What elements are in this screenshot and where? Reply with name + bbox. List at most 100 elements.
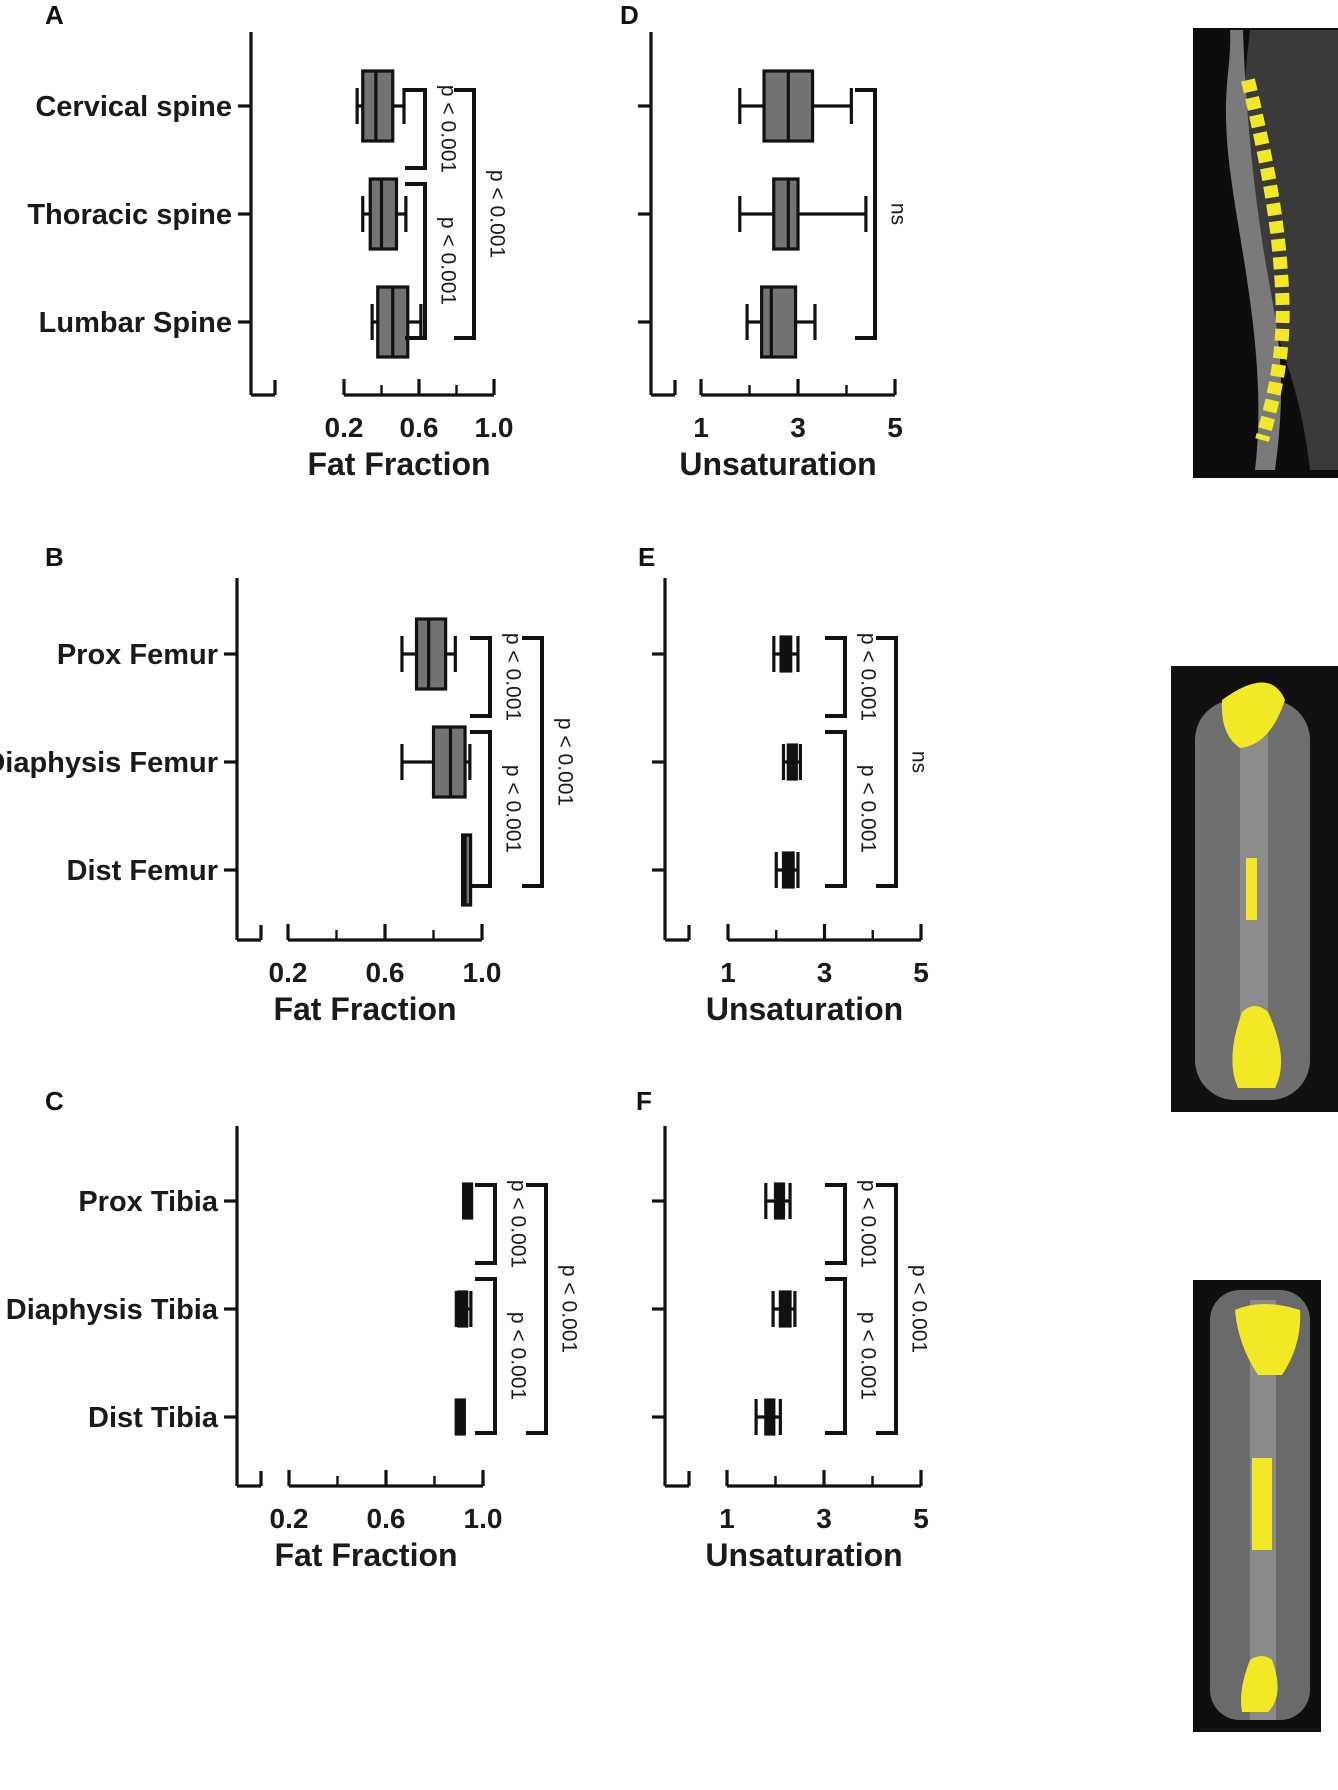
prox-tibia-highlight [1235,1304,1301,1375]
bracket-line [405,88,427,170]
significance-label: p < 0.001 [856,633,879,721]
x-axis-title: Fat Fraction [274,1537,457,1573]
significance-bracket-1: p < 0.001 [470,633,524,721]
category-label: Prox Tibia [78,1186,219,1218]
x-tick-label-1: 1 [720,957,736,988]
panel-letter-B: B [45,542,64,572]
bracket-line [855,88,877,340]
dist-femur-highlight [1232,1006,1282,1088]
box-iqr [779,635,793,673]
significance-bracket-2: p < 0.001 [475,1277,529,1435]
significance-bracket-3: p < 0.001 [526,1183,580,1435]
category-label: Diaphysis Femur [0,747,218,779]
box-iqr [781,851,795,889]
bracket-line [522,636,544,888]
significance-bracket-1: ns [855,88,909,340]
box-iqr [462,1182,474,1220]
box-iqr [361,69,395,143]
significance-label: ns [886,203,909,225]
significance-label: p < 0.001 [557,1265,580,1353]
category-label: Thoracic spine [27,199,232,231]
box-plot-3 [774,851,800,889]
significance-label: ns [907,751,930,773]
x-tick-label-3: 3 [790,412,806,443]
bracket-line [475,1183,497,1265]
panel-letter-D: D [620,0,639,30]
box-plot-1 [462,1182,474,1220]
x-tick-label-0.6: 0.6 [400,412,439,443]
box-iqr [773,1182,786,1220]
box-plot-2 [400,725,472,799]
significance-bracket-1: p < 0.001 [475,1180,529,1268]
box-plot-1 [400,617,457,691]
category-label: Dist Tibia [88,1402,219,1434]
category-label: Dist Femur [67,855,218,887]
box-iqr [457,1290,469,1328]
box-plot-3 [461,833,473,907]
x-tick-label-1.0: 1.0 [464,1503,503,1534]
bracket-line [876,636,898,888]
prox-femur-highlight [1221,682,1285,748]
x-axis-title: Unsaturation [679,446,876,482]
significance-label: p < 0.001 [856,1312,879,1400]
significance-bracket-1: p < 0.001 [405,85,459,173]
panel-letter-A: A [45,0,64,30]
x-tick-label-0.2: 0.2 [269,957,308,988]
significance-label: p < 0.001 [856,1180,879,1268]
bracket-line [470,730,492,888]
diaphysis-highlight [1246,858,1257,920]
spine-mri-image [1193,28,1338,478]
significance-label: p < 0.001 [436,85,459,173]
box-iqr [772,177,800,251]
panel-letter-E: E [638,542,655,572]
x-axis-title: Fat Fraction [273,991,456,1027]
box-plot-3 [454,1398,466,1436]
bracket-line [405,182,427,340]
significance-label: p < 0.001 [501,633,524,721]
category-label: Cervical spine [35,91,232,123]
category-label: Lumbar Spine [39,307,232,339]
significance-bracket-3: p < 0.001 [454,88,508,340]
bracket-line [475,1277,497,1435]
significance-label: p < 0.001 [907,1265,930,1353]
bracket-line [825,636,847,718]
box-plot-2 [361,177,408,251]
significance-label: p < 0.001 [856,765,879,853]
x-tick-label-5: 5 [913,957,929,988]
box-iqr [368,177,399,251]
bracket-line [825,1183,847,1265]
box-plot-1 [738,69,853,143]
significance-bracket-3: p < 0.001 [876,1183,930,1435]
significance-label: p < 0.001 [553,718,576,806]
significance-bracket-2: p < 0.001 [470,730,524,888]
box-plot-2 [738,177,868,251]
box-iqr [760,285,798,359]
bracket-line [526,1183,548,1435]
tibia-mri-image [1193,1280,1321,1732]
x-axis-title: Unsaturation [706,991,903,1027]
x-tick-label-5: 5 [887,412,903,443]
x-tick-label-1.0: 1.0 [463,957,502,988]
box-plot-1 [772,635,800,673]
significance-bracket-1: p < 0.001 [825,1180,879,1268]
significance-label: p < 0.001 [436,217,459,305]
bracket-line [470,636,492,718]
bracket-line [876,1183,898,1435]
x-tick-label-1: 1 [719,1503,735,1534]
significance-label: p < 0.001 [485,170,508,258]
significance-label: p < 0.001 [506,1180,529,1268]
box-plot-3 [370,285,423,359]
box-plot-2 [781,743,802,781]
diaphysis-highlight [1252,1458,1272,1550]
significance-bracket-3: ns [876,636,930,888]
box-plot-1 [355,69,406,143]
box-plot-2 [771,1290,797,1328]
x-tick-label-3: 3 [816,1503,832,1534]
panel-letter-C: C [45,1086,64,1116]
significance-bracket-2: p < 0.001 [825,1277,879,1435]
x-axis-title: Unsaturation [705,1537,902,1573]
significance-bracket-2: p < 0.001 [825,730,879,888]
